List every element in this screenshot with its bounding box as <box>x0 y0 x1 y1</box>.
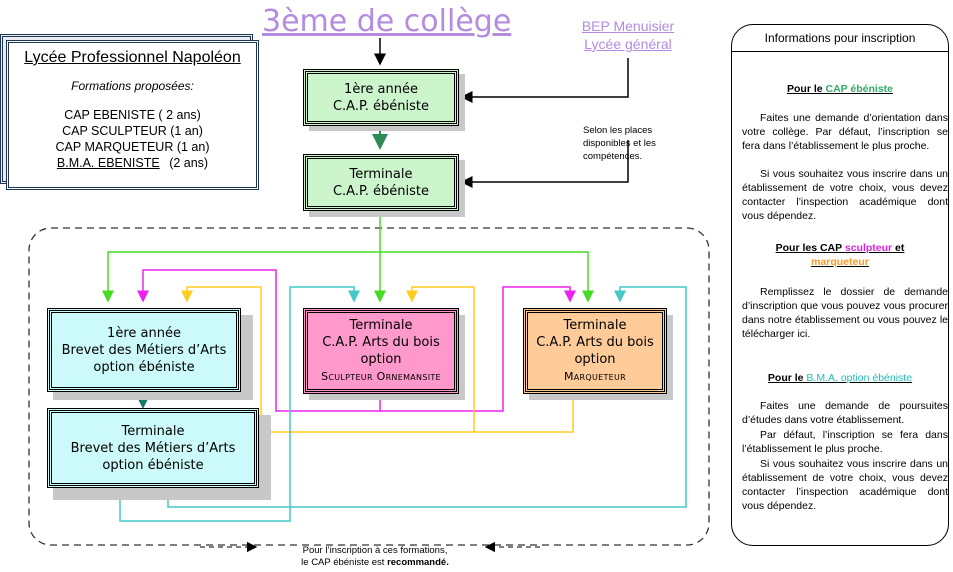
box-bmat-line3: option ébéniste <box>102 457 204 473</box>
info-cap-p1: Faites une demande d’orientation dans vo… <box>742 112 948 152</box>
info-cap-link[interactable]: CAP ébéniste <box>825 83 894 95</box>
box-marq-line4: Marqueteur <box>563 370 627 383</box>
lycee-card: Lycée Professionnel Napoléon Formations … <box>6 40 259 190</box>
box-capt-line1: Terminale <box>349 166 413 182</box>
info-sculpteur-link[interactable]: sculpteur <box>844 242 893 254</box>
box-bma1-line2: Brevet des Métiers d’Arts <box>61 342 227 358</box>
box-marq-line1: Terminale <box>563 318 627 333</box>
info-panel: Informations pour inscription Pour le CA… <box>731 24 949 546</box>
dashed-group <box>28 227 710 546</box>
info-cap-heading: Pour le CAP ébéniste <box>732 82 948 96</box>
yellow-marq-to-sculpt <box>406 286 475 432</box>
info-bma-p2: Par défaut, l’inscription se fera dans l… <box>742 429 948 455</box>
box-sculpt-line2: C.A.P. Arts du bois <box>322 335 440 350</box>
info-bma-prefix: Pour le <box>767 372 807 384</box>
arrow-bep-to-cap1 <box>460 58 629 103</box>
box-sculpt-line3: option <box>360 352 402 367</box>
bottom-note-bold: recommandé. <box>387 557 449 568</box>
magenta-sculpt-to-bma <box>137 269 381 412</box>
box-cap1-line1: 1ère année <box>344 81 418 97</box>
info-bma-link[interactable]: B.M.A. option ébéniste <box>806 372 913 384</box>
box-bma1-line3: option ébéniste <box>93 359 195 375</box>
bottom-note-line2: le CAP ébéniste est recommandé. <box>280 557 470 569</box>
formation-item: CAP MARQUETEUR (1 an) <box>55 140 210 154</box>
info-cap-p2: Si vous souhaitez vous inscrire dans un … <box>742 168 948 222</box>
places-note: Selon les places disponibles et les comp… <box>583 125 656 162</box>
formation-item: CAP EBENISTE ( 2 ans) <box>64 108 201 122</box>
bep-link[interactable]: BEP Menuisier Lycée général <box>568 17 688 53</box>
box-marq-line3: option <box>574 352 616 367</box>
formations-list: CAP EBENISTE ( 2 ans) CAP SCULPTEUR (1 a… <box>9 107 256 171</box>
lycee-name: Lycée Professionnel Napoléon <box>24 49 241 66</box>
box-sculpteur[interactable]: Terminale C.A.P. Arts du bois option Scu… <box>303 308 459 394</box>
box-bmat-line1: Terminale <box>121 423 185 439</box>
box-sculpt-line1: Terminale <box>349 318 413 333</box>
green-to-bma <box>102 212 381 303</box>
magenta-sculpt-to-marq <box>380 286 576 412</box>
info-sculpt-prefix: Pour les CAP <box>775 242 845 254</box>
box-marq-line2: C.A.P. Arts du bois <box>536 335 654 350</box>
page-title[interactable]: 3ème de collège <box>262 4 512 39</box>
info-bma-p1: Faites une demande de poursuites d’étude… <box>742 400 948 426</box>
green-to-marq <box>380 251 594 303</box>
info-sculpt-mid: et <box>892 242 905 254</box>
bep-menuisier-label[interactable]: BEP Menuisier <box>581 18 675 34</box>
box-bma1[interactable]: 1ère année Brevet des Métiers d’Arts opt… <box>47 308 241 392</box>
box-sculpt-line4: Sculpteur Ornemansite <box>321 370 441 383</box>
bma-link[interactable]: B.M.A. EBENISTE <box>56 156 160 170</box>
box-capt-line2: C.A.P. ébéniste <box>332 183 430 199</box>
info-sculpt-p1: Remplissez le dossier de demande d’inscr… <box>742 286 948 340</box>
box-marqueteur[interactable]: Terminale C.A.P. Arts du bois option Mar… <box>523 308 667 394</box>
teal-bmat-to-sculpt <box>119 286 360 522</box>
box-cap1[interactable]: 1ère année C.A.P. ébéniste <box>303 69 459 126</box>
box-bmat[interactable]: Terminale Brevet des Métiers d’Arts opti… <box>47 408 259 488</box>
info-bma-heading: Pour le B.M.A. option ébéniste <box>732 371 948 385</box>
info-sculpt-heading: Pour les CAP sculpteur et <box>732 241 948 255</box>
formation-item: CAP SCULPTEUR (1 an) <box>62 124 203 138</box>
info-header: Informations pour inscription <box>732 25 948 52</box>
box-bmat-line2: Brevet des Métiers d’Arts <box>70 440 236 456</box>
formations-subtitle: Formations proposées: <box>71 79 194 93</box>
info-marqueteur-link[interactable]: marqueteur <box>811 256 869 268</box>
box-bma1-line1: 1ère année <box>107 325 181 341</box>
info-bma-p3: Si vous souhaitez vous inscrire dans un … <box>742 458 948 512</box>
bottom-note-line1: Pour l’inscription à ces formations, <box>302 545 448 556</box>
box-cap1-line2: C.A.P. ébéniste <box>332 98 430 114</box>
box-capt[interactable]: Terminale C.A.P. ébéniste <box>303 154 459 211</box>
lycee-general-label[interactable]: Lycée général <box>584 36 672 52</box>
arrow-bep-to-capt <box>460 140 629 188</box>
formation-item-bma: B.M.A. EBENISTE (2 ans) <box>9 155 256 171</box>
bottom-note-text: le CAP ébéniste est <box>301 557 388 568</box>
info-cap-prefix: Pour le <box>786 83 826 95</box>
bottom-note: Pour l’inscription à ces formations, le … <box>280 545 470 569</box>
bma-duration: (2 ans) <box>169 156 209 170</box>
yellow-marq-to-bma <box>181 286 574 433</box>
teal-bmat-to-marq <box>167 286 687 508</box>
info-marq-heading: marqueteur <box>732 255 948 269</box>
